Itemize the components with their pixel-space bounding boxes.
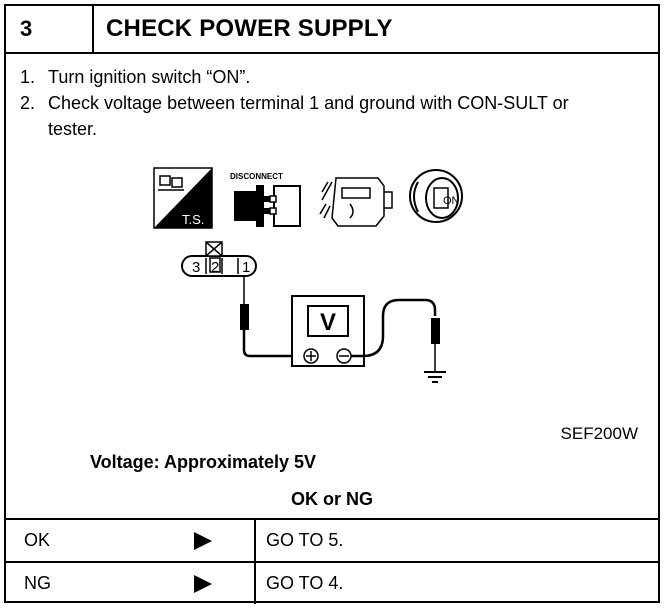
instruction-text: Check voltage between terminal 1 and gro… [48,93,569,139]
result-status: OK [6,518,194,562]
step-title: CHECK POWER SUPPLY [106,15,393,42]
positive-probe [240,276,302,358]
ts-icon-label: T.S. [182,212,204,227]
arrow-right-icon [194,575,212,594]
step-number: 3 [6,6,94,52]
instruction-item: 1. Turn ignition switch “ON”. [20,64,640,90]
terminal-1: 1 [242,259,250,276]
result-prompt: OK or NG [290,489,373,509]
connector: 3 2 1 [181,241,257,277]
result-action: GO TO 5. [254,518,658,562]
ground-icon [424,371,446,383]
terminal-2: 2 [211,259,219,276]
results-table: OK GO TO 5. NG GO TO 4. [6,518,658,604]
arrow-right-icon [194,532,212,551]
figure-code: SEF200W [560,424,638,443]
instruction-list: 1. Turn ignition switch “ON”. 2. Check v… [20,64,640,142]
key-on-label: ON [443,195,460,207]
result-row-ok: OK GO TO 5. [6,518,658,562]
disconnect-connector-icon: DISCONNECT [230,172,301,227]
result-status: NG [6,561,194,604]
instruction-number: 1. [20,67,36,87]
instruction-number: 2. [20,93,36,113]
procedure-box: 3 CHECK POWER SUPPLY 1. Turn ignition sw… [4,4,660,604]
negative-probe [351,298,440,372]
engine-sensor-icon [319,177,393,227]
instruction-text: Turn ignition switch “ON”. [48,67,251,87]
instruction-item: 2. Check voltage between terminal 1 and … [20,90,640,142]
result-action: GO TO 4. [254,561,658,604]
voltage-spec: Voltage: Approximately 5V [90,452,317,472]
terminal-3: 3 [192,259,200,276]
meter-label: V [320,309,336,336]
ts-icon: T.S. [153,167,213,229]
voltmeter: V [291,295,365,367]
result-row-ng: NG GO TO 4. [6,561,658,604]
ignition-key-on-icon: ON [409,169,463,223]
disconnect-label: DISCONNECT [230,172,283,181]
step-header: 3 CHECK POWER SUPPLY [6,6,658,54]
